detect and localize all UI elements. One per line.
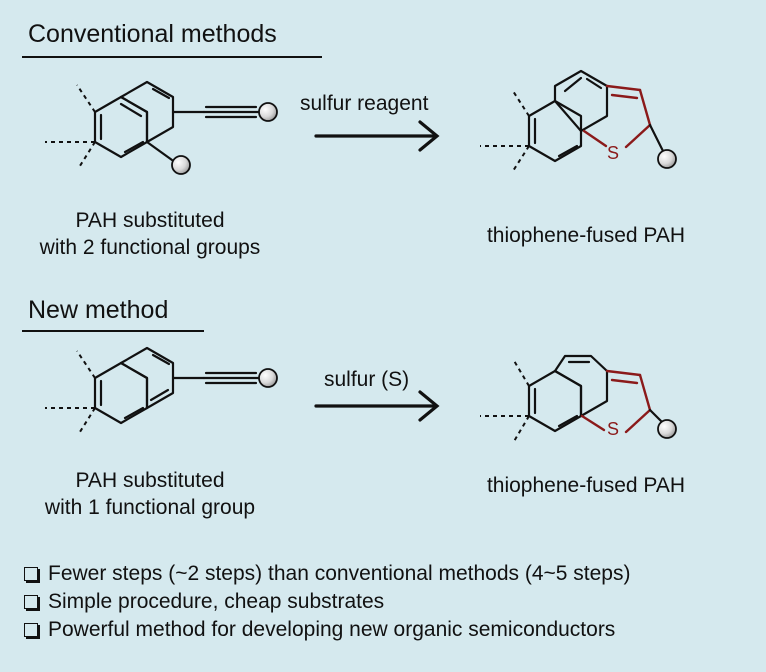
bullet-item: Powerful method for developing new organ… (22, 616, 630, 644)
reagent-label-conventional: sulfur reagent (300, 92, 429, 115)
checkbox-icon (24, 567, 38, 581)
section-title-conventional: Conventional methods (28, 20, 277, 48)
sulfur-atom-label: S (607, 143, 620, 163)
summary-bullets: Fewer steps (~2 steps) than conventional… (22, 560, 630, 644)
start-caption-new: PAH substituted with 1 functional group (44, 469, 256, 519)
section-underline (22, 56, 322, 58)
start-caption-conventional: PAH substituted with 2 functional groups (39, 209, 261, 259)
sulfur-atom-label: S (607, 419, 620, 439)
bullet-item: Fewer steps (~2 steps) than conventional… (22, 560, 630, 588)
product-caption-conventional: thiophene-fused PAH (486, 224, 686, 247)
section-title-new: New method (28, 296, 169, 324)
checkbox-icon (24, 623, 38, 637)
section-underline (22, 330, 204, 332)
reagent-label-new: sulfur (S) (324, 368, 410, 391)
checkbox-icon (24, 595, 38, 609)
bullet-item: Simple procedure, cheap substrates (22, 588, 630, 616)
product-caption-new: thiophene-fused PAH (486, 474, 686, 497)
